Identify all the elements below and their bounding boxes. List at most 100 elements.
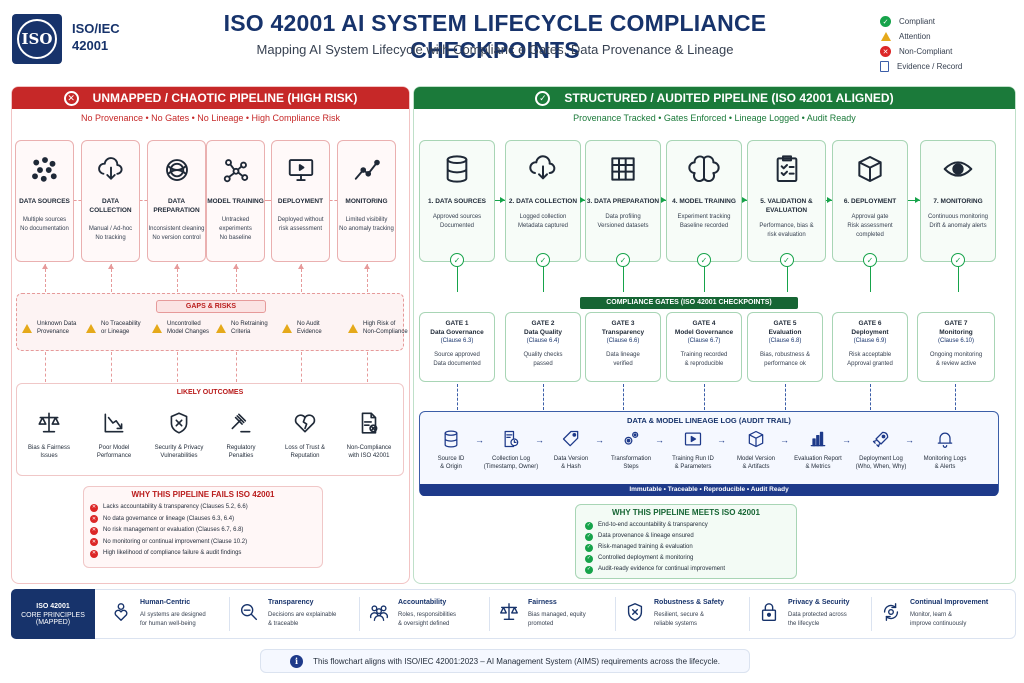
stage-title: 4. MODEL TRAINING [672,198,736,205]
logo-text: ISO [21,30,53,48]
legend-label: Compliant [899,17,936,26]
lineage-line: Transformation [610,456,652,462]
gate-desc: Ongoing monitoring [929,352,983,358]
dashed-connector [74,200,81,201]
cross-circle-icon: ✕ [63,90,79,106]
lineage-step: Evaluation Report& Metrics [788,428,848,471]
lock-icon [758,601,780,623]
arrow-right-icon [827,197,832,203]
warning-icon [22,323,32,333]
cross-icon: ✕ [90,526,98,535]
gate-id: GATE 3 [611,320,635,327]
gate-desc: Risk acceptable [848,352,892,358]
dashed-connector [955,384,956,410]
scales-icon [498,601,520,623]
stage-desc: No baseline [219,235,252,241]
document-x-icon [338,408,400,438]
principle-desc: Bias managed, equity [528,612,586,618]
lineage-line: & Origin [440,464,462,470]
cycle-gear-icon [880,601,902,623]
magnifier-icon [238,601,260,623]
gate-desc: Training recorded [680,352,728,358]
person-heart-icon [110,601,132,623]
principle-desc: & traceable [268,620,299,627]
stage-title: DATA SOURCES [19,198,70,205]
why-meets-title: WHY THIS PIPELINE MEETS ISO 42001 [612,508,760,517]
warning-icon [348,323,358,333]
warning-icon [880,31,891,42]
why-fails-item: ✕No data governance or lineage (Clauses … [90,514,320,525]
lineage-line: Source ID [437,456,465,462]
principle-desc: Roles, responsibilities [398,612,457,618]
lineage-step: Training Run ID& Parameters [663,428,723,471]
dashed-connector [704,384,705,410]
arrow-up-icon [173,264,180,269]
principle-name: Accountability [398,599,447,606]
dashed-connector [366,264,368,292]
principle-desc: Resilient, secure & [654,612,705,618]
dashed-connector [543,384,544,410]
check-icon: ✓ [585,543,593,552]
lineage-line: & Alerts [934,464,956,470]
principle-name: Human-Centric [140,599,191,606]
check-icon: ✓ [585,521,593,530]
arrow-right-icon: → [475,435,484,445]
why-meets-item: ✓Controlled deployment & monitoring [585,553,795,564]
divider [615,597,616,631]
people-icon [368,601,390,623]
gate-desc: Approval granted [847,361,893,367]
principle-name: Fairness [528,599,557,606]
why-fails-box [83,486,323,568]
divider [359,597,360,631]
stage-desc: risk assessment [278,226,322,232]
gate-desc: Bias, robustness & [759,352,811,358]
stage-desc: No version control [152,235,201,241]
audited-banner-text: STRUCTURED / AUDITED PIPELINE (ISO 42001… [564,91,894,105]
gaps-risks-title: GAPS & RISKS [156,300,266,313]
arrow-up-icon [297,264,304,269]
outcome-line: Loss of Trust & [284,445,326,451]
stage-desc: Manual / Ad-hoc [88,226,133,232]
arrow-right-icon: → [717,435,726,445]
stage-desc: Untracked experiments [219,217,252,232]
legend-noncompliant: ✕Non-Compliant [880,44,1016,59]
check-icon: ✓ [585,532,593,541]
dashed-connector [330,200,337,201]
stage-desc: No documentation [20,226,69,232]
core-label-line2: CORE PRINCIPLES [21,611,85,619]
dashed-connector [265,200,271,201]
stage-title: 7. MONITORING [933,198,983,205]
trend-line-icon [338,153,395,187]
check-icon: ✓ [779,253,794,267]
outcome-line: Vulnerabilities [160,453,198,459]
stage-title: MODEL TRAINING [207,198,264,205]
check-icon: ✓ [585,554,593,563]
principle-name: Robustness & Safety [654,599,725,606]
gate-clause: (Clause 6.8) [768,338,802,344]
stage-title: 5. VALIDATION & [760,198,813,205]
principle-desc: the lifecycle [788,620,820,627]
gate-name: Monitoring [939,329,973,336]
monitor-icon [272,153,329,187]
gate-id: GATE 5 [773,320,797,327]
dashed-connector [176,352,178,382]
gate-clause: (Clause 6.7) [687,338,721,344]
lineage-step: Model Version& Artifacts [726,428,786,471]
